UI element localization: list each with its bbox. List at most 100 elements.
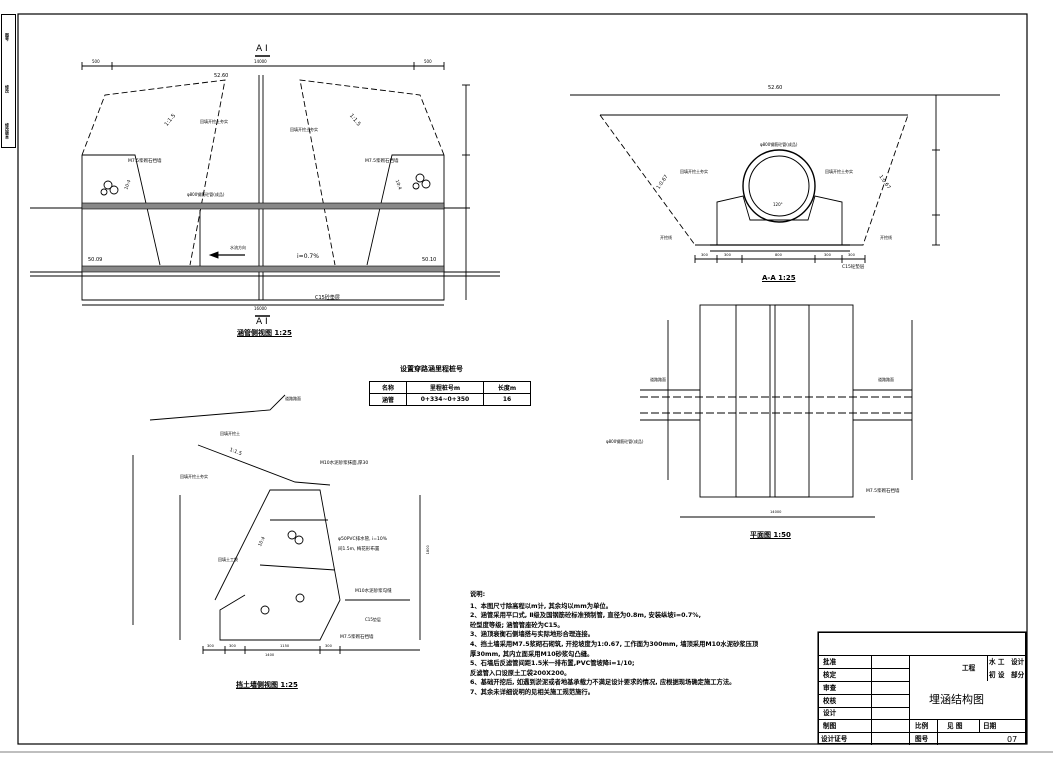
- angle-label: 120°: [773, 202, 783, 207]
- dim-label: 300: [701, 253, 708, 257]
- title-row-label: 设计: [823, 709, 837, 717]
- note-line: 4、挡土墙采用M7.5浆砌石砌筑, 开挖坡度为1:0.67, 工作面为300mm…: [470, 640, 759, 648]
- grout-label: M10水泥砂浆勾缝: [355, 589, 392, 594]
- pile-table: 名称 里程桩号m 长度m 涵管 0+334~0+350 16: [369, 381, 531, 406]
- masonry-label: M7.5浆砌石挡墙: [128, 159, 162, 164]
- design-notes: 说明: 1、本图尺寸除高程以m计, 其余均以mm为单位。 2、涵管采用平口式, …: [470, 590, 758, 698]
- masonry-label: M7.5浆砌石挡墙: [365, 159, 399, 164]
- side-view-caption: 涵管侧视图 1:25: [237, 329, 292, 337]
- section-mark-bottom: A I: [256, 317, 268, 327]
- stage-label: 初 设: [989, 671, 1005, 679]
- stage-label: 水 工: [989, 658, 1005, 666]
- dim-label: 300: [848, 253, 855, 257]
- table-cell: 涵管: [369, 393, 407, 406]
- gradient-label: i=0.7%: [297, 253, 319, 260]
- dim-label: 500: [424, 59, 432, 64]
- note-line: 反滤管入口设原土工袋200X200。: [470, 669, 571, 677]
- dim-label: 300: [325, 644, 332, 648]
- pile-table-title: 设置穿路涵里程桩号: [400, 365, 463, 373]
- elevation-label: 52.60: [214, 73, 229, 79]
- note-line: 2、涵管采用平口式, Ⅱ级及国钢筋砼标准预制管, 直径为0.8m, 安装纵坡i=…: [470, 612, 702, 620]
- backfill-label: 回填土工袋: [218, 557, 238, 562]
- title-block: 批准 核定 审查 校核 设计 制图 设计证号 工程 水 工 初 设 设计 部分 …: [818, 632, 1027, 745]
- sidebar-label: 修改: [5, 85, 10, 93]
- sidebar-label: 图号: [5, 33, 10, 41]
- dim-label: 300: [207, 644, 214, 648]
- drain-label: φ50PVC排水管, i=10%: [338, 537, 388, 542]
- pipe-label: φ800钢筋砼管(成品): [187, 192, 225, 197]
- dim-label: 14000: [770, 510, 782, 514]
- fill-label: 回填开挖土夯实: [180, 474, 208, 479]
- road-label: 道路路面: [878, 377, 894, 382]
- title-row-label: 审查: [823, 684, 837, 692]
- table-cell: 16: [483, 393, 531, 406]
- road-label: 道路路面: [285, 396, 301, 401]
- dim-label: 1400: [265, 653, 275, 657]
- cap-label: M10水泥砂浆抹面,厚30: [320, 461, 369, 466]
- part-label: 部分: [1011, 671, 1025, 679]
- section-mark-top: A I: [256, 44, 268, 54]
- side-view-drawing: [30, 55, 500, 317]
- plan-drawing: [640, 304, 913, 518]
- elevation-label: 50.09: [88, 257, 103, 263]
- note-line: 砼型度等级; 涵管管座砼为C15。: [470, 621, 564, 629]
- base-label: C15砼垫层: [842, 265, 865, 270]
- edge-label: 开挖线: [660, 235, 672, 240]
- scale-label: 比例: [915, 722, 929, 730]
- base-label: C15砼垫层: [315, 295, 340, 301]
- drawing-title: 埋涵结构图: [929, 693, 984, 706]
- revision-sidebar: 图号 修改 修改版本: [1, 14, 16, 148]
- dim-label: 500: [92, 59, 100, 64]
- number-value: 07: [1007, 735, 1018, 744]
- section-aa-drawing: [570, 94, 1000, 263]
- pipe-label: φ800钢筋砼管(成品): [760, 142, 798, 147]
- note-line: 3、涵顶衰衡石侧墙搭与实际地形合理连接。: [470, 631, 595, 639]
- title-row-label: 批准: [823, 658, 837, 666]
- dim-label: 16000: [254, 306, 267, 311]
- table-header-cell: 名称: [369, 381, 407, 394]
- title-row-label: 设计证号: [821, 735, 848, 743]
- dim-label: 300: [824, 253, 831, 257]
- table-header-row: 名称 里程桩号m 长度m: [369, 381, 531, 394]
- date-label: 日期: [983, 722, 997, 730]
- edge-label: 开挖线: [880, 235, 892, 240]
- project-label: 工程: [962, 664, 976, 672]
- title-row-label: 校核: [823, 697, 837, 705]
- base-label: C15垫层: [365, 617, 381, 622]
- number-label: 图号: [915, 735, 929, 743]
- note-line: 1、本图尺寸除高程以m计, 其余均以mm为单位。: [470, 602, 612, 610]
- table-header-cell: 长度m: [483, 381, 531, 394]
- title-row-label: 核定: [823, 671, 837, 679]
- table-header-cell: 里程桩号m: [406, 381, 484, 394]
- flow-label: 水流方向: [230, 245, 246, 250]
- notes-heading: 说明:: [470, 591, 486, 598]
- fill-label: 回填开挖土夯实: [290, 127, 318, 132]
- scale-value: 见 图: [947, 722, 963, 730]
- section-aa-caption: A-A 1:25: [762, 274, 796, 282]
- dim-label: 1800: [425, 545, 430, 555]
- elevation-label: 52.60: [768, 85, 783, 91]
- road-label: 道路路面: [650, 377, 666, 382]
- title-row-label: 制图: [823, 722, 837, 730]
- fill-label: 回填开挖土夯实: [825, 169, 853, 174]
- table-row: 涵管 0+334~0+350 16: [369, 393, 531, 406]
- design-label: 设计: [1011, 658, 1025, 666]
- masonry-label: M7.5浆砌石挡墙: [340, 635, 374, 640]
- retaining-wall-drawing: [132, 394, 421, 654]
- dim-label: 300: [724, 253, 731, 257]
- dim-label: 300: [229, 644, 236, 648]
- note-line: 厚30mm, 其内立面采用M10砂浆勾凸缝。: [470, 650, 594, 658]
- drain-spacing-label: 间1.5m, 梅花形布置: [338, 547, 380, 552]
- note-line: 5、石墙后反滤管间距1.5米一排布置,PVC管坡降i=1/10;: [470, 660, 635, 668]
- fill-label: 回填开挖土: [220, 431, 240, 436]
- table-cell: 0+334~0+350: [406, 393, 484, 406]
- dim-label: 14000: [254, 59, 267, 64]
- pipe-label: φ800钢筋砼管(成品): [606, 439, 644, 444]
- masonry-label: M7.5浆砌石挡墙: [866, 489, 900, 494]
- note-line: 7、其余未详细说明的见相关施工规范施行。: [470, 688, 595, 696]
- dim-label: 800: [775, 253, 782, 257]
- note-line: 6、基础开挖后, 如遇到淤泥或者地基承载力不满足设计要求的情况, 应根据现场确定…: [470, 679, 736, 687]
- sidebar-label: 修改版本: [5, 123, 10, 139]
- plan-caption: 平面图 1:50: [750, 531, 791, 539]
